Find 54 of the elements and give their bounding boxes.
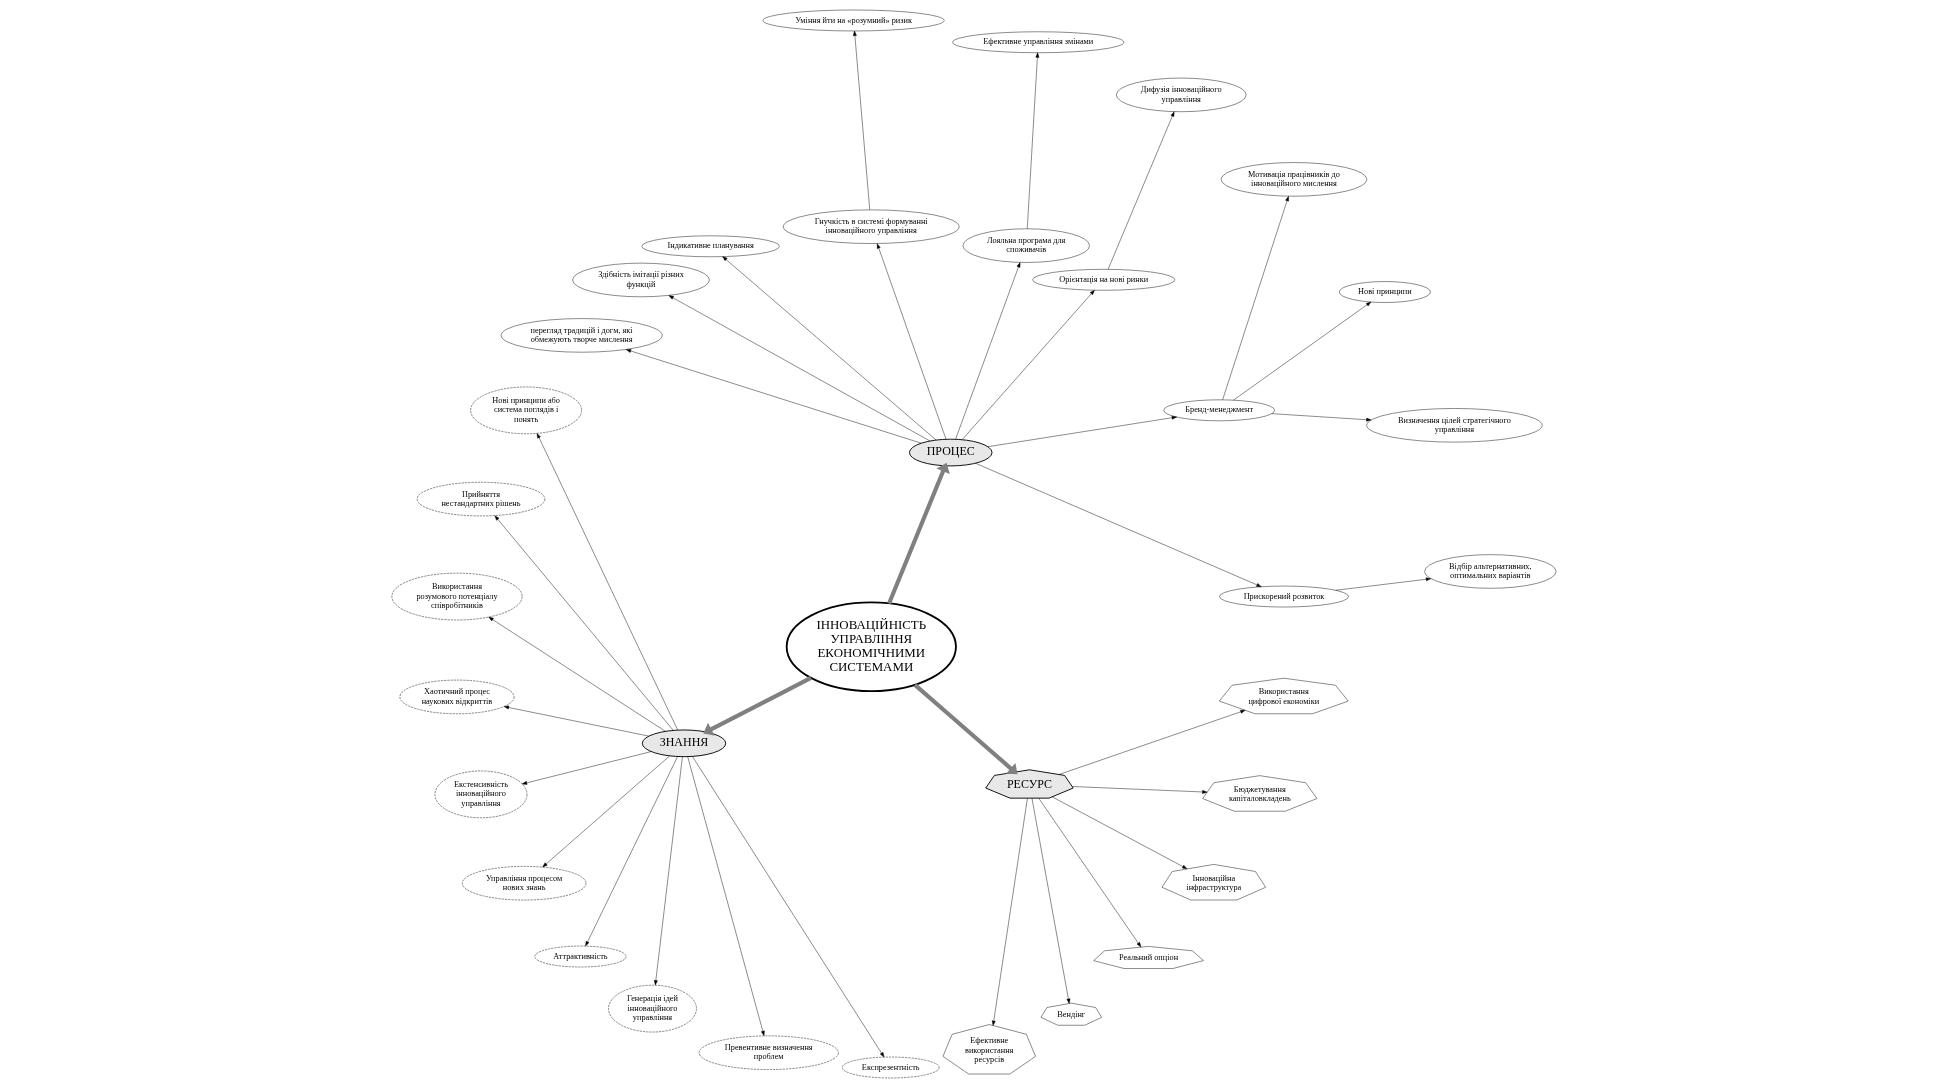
node-ellipse: Прийняття нестандартних рішень bbox=[416, 482, 546, 517]
arrow bbox=[853, 30, 870, 210]
arrow bbox=[962, 290, 1095, 440]
node-ellipse: Лояльна програма для споживачів bbox=[962, 228, 1090, 263]
node-ellipse: ПРОЦЕС bbox=[909, 438, 993, 467]
arrow bbox=[536, 433, 678, 731]
node-ellipse: Хаотичний процес наукових відкриттів bbox=[399, 679, 515, 714]
arrow bbox=[955, 262, 1021, 440]
node-ellipse: Нові принципи bbox=[1339, 281, 1431, 303]
node-ellipse: Орієнтація на нові ринки bbox=[1032, 269, 1175, 291]
arrow bbox=[1271, 413, 1372, 422]
arrow bbox=[1058, 710, 1246, 775]
arrow bbox=[975, 463, 1262, 587]
node-ellipse: Ефективне управління змінами bbox=[952, 31, 1125, 53]
arrow bbox=[991, 798, 1028, 1026]
arrow bbox=[1072, 786, 1208, 794]
arrow bbox=[488, 616, 666, 732]
node-ellipse: ЗНАННЯ bbox=[641, 729, 727, 758]
arrow bbox=[542, 755, 670, 868]
node-ellipse: Дифузія інноваційного управління bbox=[1116, 77, 1247, 112]
arrow bbox=[692, 756, 885, 1058]
arrow bbox=[1335, 577, 1431, 591]
arrow bbox=[1052, 796, 1188, 870]
arrow bbox=[1038, 797, 1142, 948]
node-ellipse: Управління процесом нових знань bbox=[462, 866, 587, 901]
arrow bbox=[1027, 52, 1040, 229]
node-ellipse: Превентивне визначення проблем bbox=[698, 1035, 839, 1070]
arrow bbox=[585, 756, 678, 947]
arrow bbox=[1107, 111, 1175, 270]
arrow bbox=[703, 676, 812, 736]
arrow bbox=[654, 756, 683, 986]
arrow bbox=[522, 751, 652, 785]
arrow bbox=[722, 256, 937, 441]
arrow bbox=[887, 462, 950, 605]
node-ellipse: Мотивація працівників до інноваційного мислення bbox=[1220, 162, 1368, 197]
node-ellipse: Уміння йти на «розумний» ризик bbox=[762, 9, 945, 32]
arrow bbox=[1031, 798, 1071, 1004]
arrow bbox=[913, 683, 1018, 775]
arrow bbox=[687, 756, 765, 1036]
arrow bbox=[1233, 301, 1372, 401]
arrow bbox=[626, 349, 922, 444]
arrow bbox=[668, 295, 931, 442]
arrow bbox=[503, 705, 649, 737]
node-ellipse: Експрезентність bbox=[842, 1056, 940, 1079]
arrow bbox=[877, 243, 947, 440]
node-ellipse: Нові принципи або система поглядів і понять bbox=[470, 386, 582, 435]
arrow bbox=[987, 415, 1177, 447]
node-ellipse: Аттрактивність bbox=[534, 945, 627, 968]
node-ellipse: Генерація ідей інноваційного управління bbox=[608, 984, 697, 1033]
arrow bbox=[494, 515, 674, 731]
node-ellipse: ІННОВАЦІЙНІСТЬ УПРАВЛІННЯ ЕКОНОМІЧНИМИ СИСТЕМАМИ bbox=[785, 601, 957, 693]
arrow bbox=[1222, 196, 1289, 401]
node-ellipse: Індикативне планування bbox=[641, 235, 780, 257]
node-ellipse: Гнучкість в системі формуванні інноваційного управління bbox=[783, 209, 960, 244]
